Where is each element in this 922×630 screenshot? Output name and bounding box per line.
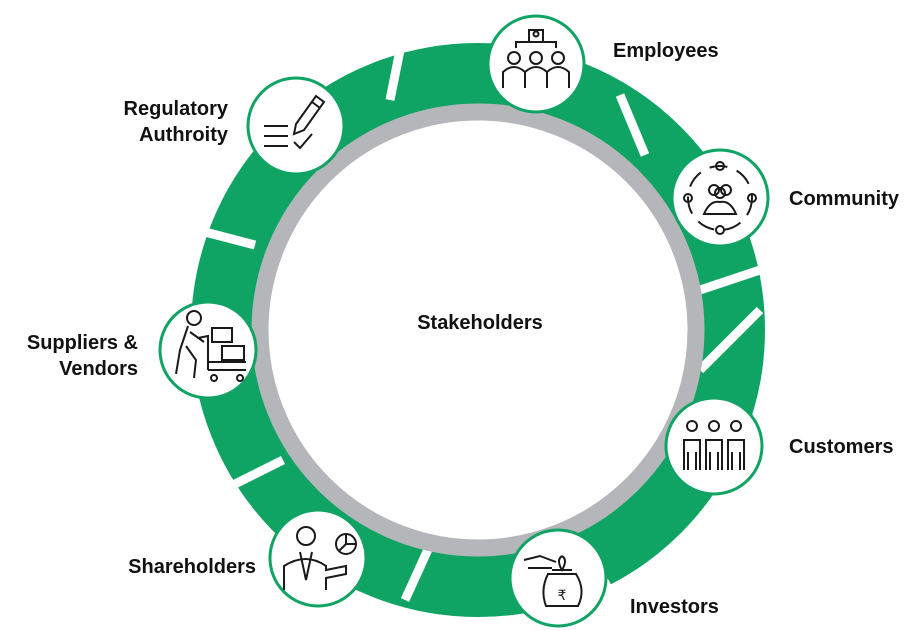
center-title: Stakeholders <box>417 312 543 334</box>
investors-money-bag-icon: ₹ <box>523 554 583 607</box>
regulatory-checklist-icon <box>264 94 326 150</box>
node-regulatory <box>246 76 346 176</box>
investors-label: Investors <box>630 596 719 618</box>
suppliers-label-line1: Suppliers & <box>26 332 138 354</box>
suppliers-label: Suppliers & Vendors <box>0 330 138 382</box>
supplier-cart-icon <box>175 310 246 382</box>
node-customers <box>664 396 764 496</box>
node-employees <box>486 14 586 114</box>
node-community <box>670 148 770 248</box>
svg-text:₹: ₹ <box>558 588 567 604</box>
inner-grey-ring <box>251 103 705 557</box>
regulatory-label-line1: Regulatory <box>123 98 228 120</box>
suppliers-label-line2: Vendors <box>59 358 138 380</box>
community-icon <box>683 161 757 235</box>
regulatory-label: Regulatory Authroity <box>70 96 228 148</box>
shareholders-label: Shareholders <box>128 556 256 578</box>
employees-icon <box>502 29 570 88</box>
community-label: Community <box>789 188 899 210</box>
customers-icon <box>683 420 745 470</box>
customers-label: Customers <box>789 436 894 458</box>
node-shareholders <box>268 508 368 608</box>
employees-label: Employees <box>613 40 719 62</box>
shareholders-icon <box>283 526 357 590</box>
node-investors: ₹ <box>508 528 608 628</box>
node-suppliers <box>158 300 258 400</box>
regulatory-label-line2: Authroity <box>139 124 228 146</box>
